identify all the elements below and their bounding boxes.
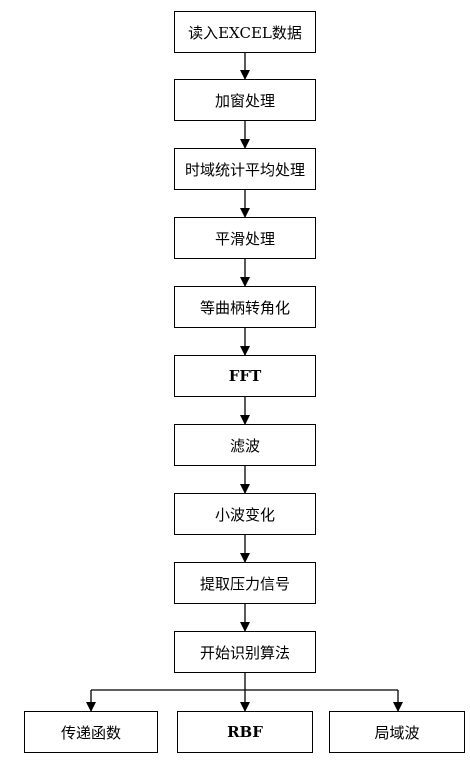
step-wavelet: 小波变化 — [174, 493, 316, 535]
step-read-excel: 读入EXCEL数据 — [174, 11, 316, 53]
branch-transfer-function-label: 传递函数 — [60, 723, 121, 742]
branch-local-wave: 局域波 — [329, 711, 465, 753]
step-read-excel-label: 读入EXCEL数据 — [188, 23, 302, 42]
step-crank-angle: 等曲柄转角化 — [174, 286, 316, 328]
branch-transfer-function: 传递函数 — [24, 711, 158, 753]
step-windowing: 加窗处理 — [174, 79, 316, 121]
step-time-domain-average-label: 时域统计平均处理 — [184, 160, 305, 179]
step-filtering: 滤波 — [174, 424, 316, 466]
step-time-domain-average: 时域统计平均处理 — [174, 148, 316, 190]
branch-rbf-label: RBF — [227, 723, 263, 741]
step-filtering-label: 滤波 — [229, 436, 260, 455]
step-wavelet-label: 小波变化 — [214, 505, 275, 524]
step-start-identification-label: 开始识别算法 — [199, 643, 290, 662]
step-crank-angle-label: 等曲柄转角化 — [199, 298, 290, 317]
step-fft-label: FFT — [228, 367, 262, 385]
step-windowing-label: 加窗处理 — [214, 91, 275, 110]
step-fft: FFT — [174, 355, 316, 397]
step-smoothing: 平滑处理 — [174, 217, 316, 259]
step-extract-pressure-label: 提取压力信号 — [199, 574, 290, 593]
step-start-identification: 开始识别算法 — [174, 631, 316, 673]
branch-local-wave-label: 局域波 — [374, 723, 420, 742]
step-extract-pressure: 提取压力信号 — [174, 562, 316, 604]
step-smoothing-label: 平滑处理 — [214, 229, 275, 248]
branch-rbf: RBF — [177, 711, 313, 753]
